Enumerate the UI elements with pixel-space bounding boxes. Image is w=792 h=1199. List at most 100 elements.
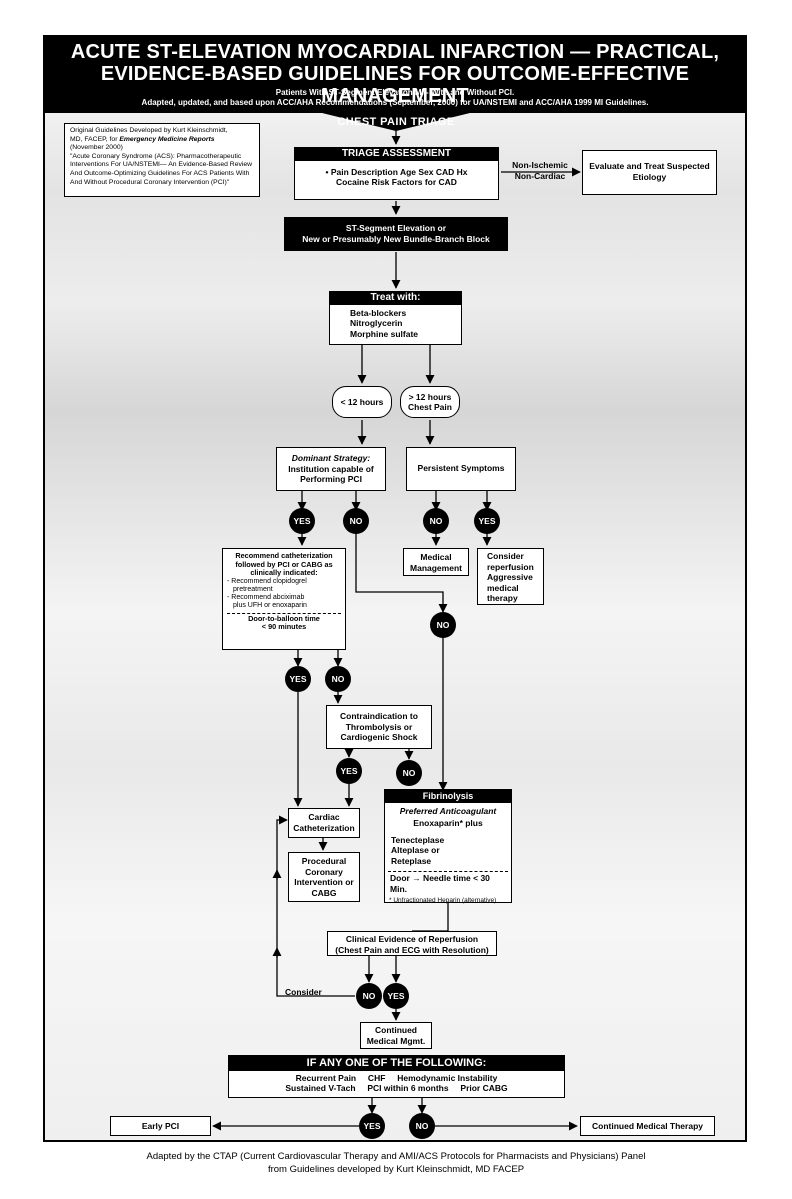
proc-line: Intervention or xyxy=(294,877,354,887)
dominant-italic: Dominant Strategy: xyxy=(291,453,371,463)
triage-banner xyxy=(43,108,747,131)
over-12-line2: Chest Pain xyxy=(408,402,452,412)
any-one-line1: Recurrent Pain CHF Hemodynamic Instabili… xyxy=(295,1072,498,1083)
drug-list: Tenecteplase Alteplase or Reteplase xyxy=(385,835,511,867)
over-12-line1: > 12 hours xyxy=(408,392,452,402)
page-subtitle-2: Adapted, updated, and based upon ACC/AHA… xyxy=(141,98,649,107)
credit-line1: Adapted by the CTAP (Current Cardiovascu… xyxy=(146,1151,646,1162)
note-line-a: MD, FACEP, for xyxy=(70,135,120,143)
no-circle: NO xyxy=(325,666,351,692)
header-bar: ACUTE ST-ELEVATION MYOCARDIAL INFARCTION… xyxy=(43,35,747,109)
triage-assessment-header: TRIAGE ASSESSMENT xyxy=(295,148,498,161)
door-to-balloon: Door-to-balloon time < 90 minutes xyxy=(227,612,341,632)
yes-circle: YES xyxy=(474,508,500,534)
evaluate-line1: Evaluate and Treat Suspected xyxy=(589,161,710,171)
proc-line: Procedural xyxy=(301,856,347,866)
page-subtitle-1: Patients With ST-Segment Elevation MI - … xyxy=(275,88,515,97)
evaluate-box: Evaluate and Treat Suspected Etiology xyxy=(582,150,717,195)
recommend-line1: Recommend catheterization xyxy=(235,551,333,560)
no-circle: NO xyxy=(430,612,456,638)
st-line2: New or Presumably New Bundle-Branch Bloc… xyxy=(302,234,490,244)
page-title-line1: ACUTE ST-ELEVATION MYOCARDIAL INFARCTION… xyxy=(70,41,720,63)
note-line: MD, FACEP, for Emergency Medicine Report… xyxy=(70,136,254,145)
drug-item: Reteplase xyxy=(391,855,432,866)
bullet-line: - Recommend clopidogrel xyxy=(227,577,307,585)
early-pci-box: Early PCI xyxy=(110,1116,211,1136)
note-line: Original Guidelines Developed by Kurt Kl… xyxy=(70,127,228,134)
bullet-line: pretreatment xyxy=(233,585,273,593)
non-ischemic-line1: Non-Ischemic xyxy=(512,160,568,170)
persistent-symptoms-box: Persistent Symptoms xyxy=(406,447,516,491)
over-12-hours-pill: > 12 hours Chest Pain xyxy=(400,386,460,418)
contra-line2: Thrombolysis or xyxy=(345,721,413,732)
contra-line3: Cardiogenic Shock xyxy=(340,732,418,742)
st-line1: ST-Segment Elevation or xyxy=(345,223,447,233)
contraindication-box: Contraindication to Thrombolysis or Card… xyxy=(326,705,432,749)
note-line: "Acute Coronary Syndrome (ACS): Pharmaco… xyxy=(70,152,242,160)
non-ischemic-line2: Non-Cardiac xyxy=(514,171,566,181)
early-pci-label: Early PCI xyxy=(141,1121,180,1131)
fibrinolysis-header: Fibrinolysis xyxy=(385,790,511,803)
cath-line1: Cardiac xyxy=(308,812,340,822)
st-elevation-block: ST-Segment Elevation or New or Presumabl… xyxy=(284,217,508,251)
no-circle: NO xyxy=(356,983,382,1009)
door-line1: Door-to-balloon time xyxy=(248,613,320,623)
continued-medical-box: Continued Medical Mgmt. xyxy=(360,1022,432,1049)
cath-line2: Catheterization xyxy=(293,822,355,833)
credit-footer: Adapted by the CTAP (Current Cardiovascu… xyxy=(0,1150,792,1176)
non-ischemic-label: Non-Ischemic Non-Cardiac xyxy=(505,160,575,182)
reperfusion-line: therapy xyxy=(487,593,518,603)
any-one-box: IF ANY ONE OF THE FOLLOWING: Recurrent P… xyxy=(228,1055,565,1098)
cardiac-catheterization-box: Cardiac Catheterization xyxy=(288,808,360,838)
note-line: And Outcome-Optimizing Guidelines For AC… xyxy=(70,169,250,177)
fibrinolysis-box: Fibrinolysis Preferred Anticoagulant Eno… xyxy=(384,789,512,904)
yes-circle: YES xyxy=(359,1113,385,1139)
preferred-label: Preferred Anticoagulant xyxy=(399,805,497,816)
dominant-line1: Dominant Strategy: xyxy=(277,453,385,464)
clinical-line2: (Chest Pain and ECG with Resolution) xyxy=(335,944,489,955)
medical-management-box: Medical Management xyxy=(403,548,469,576)
enoxaparin-line: Enoxaparin* plus xyxy=(413,818,483,828)
treat-with-header: Treat with: xyxy=(330,292,461,305)
yes-circle: YES xyxy=(336,758,362,784)
treat-list: Beta-blockers Nitroglycerin Morphine sul… xyxy=(330,305,461,340)
dominant-line2: Institution capable of xyxy=(288,463,374,474)
triage-assessment-box: TRIAGE ASSESSMENT • Pain Description Age… xyxy=(294,147,499,200)
under-12-label: < 12 hours xyxy=(340,397,384,407)
note-line: Interventions For UA/NSTEMI— An Evidence… xyxy=(70,161,253,169)
heparin-footnote: * Unfractionated Heparin (alternative) xyxy=(389,897,497,904)
section-title: CHEST PAIN TRIAGE xyxy=(337,116,455,128)
bullet-line: plus UFH or enoxaparin xyxy=(233,602,307,610)
yes-circle: YES xyxy=(289,508,315,534)
reperfusion-line: Aggressive xyxy=(487,572,533,582)
reperfusion-line: medical xyxy=(487,582,519,593)
any-one-header: IF ANY ONE OF THE FOLLOWING: xyxy=(229,1056,564,1071)
recommend-bullets: - Recommend clopidogrel pretreatment - R… xyxy=(223,578,345,611)
medmgmt-line2: Management xyxy=(410,562,462,573)
consider-label: Consider xyxy=(285,987,322,997)
continued-line2: Medical Mgmt. xyxy=(366,1035,426,1046)
contra-line1: Contraindication to xyxy=(340,711,418,721)
under-12-hours-pill: < 12 hours xyxy=(332,386,392,418)
preferred-anticoagulant: Preferred Anticoagulant xyxy=(385,806,511,817)
treat-item: Morphine sulfate xyxy=(350,328,419,339)
drug-item: Tenecteplase xyxy=(391,834,445,845)
door-to-needle: Door → Needle time < 30 Min. xyxy=(388,871,508,894)
original-guidelines-note: Original Guidelines Developed by Kurt Kl… xyxy=(64,123,260,197)
credit-line2: from Guidelines developed by Kurt Kleins… xyxy=(267,1164,525,1175)
treat-item: Nitroglycerin xyxy=(350,318,403,328)
no-circle: NO xyxy=(423,508,449,534)
note-line: And Without Procedural Coronary Interven… xyxy=(70,178,230,186)
medmgmt-line1: Medical xyxy=(420,552,452,562)
evaluate-line2: Etiology xyxy=(632,171,667,182)
door-line2: < 90 minutes xyxy=(261,622,307,632)
recommend-line2: followed by PCI or CABG as xyxy=(235,559,333,569)
bullet-line: - Recommend abciximab xyxy=(227,594,305,602)
no-circle: NO xyxy=(396,760,422,786)
no-circle: NO xyxy=(343,508,369,534)
page-title-line2: EVIDENCE-BASED GUIDELINES FOR OUTCOME-EF… xyxy=(100,63,690,107)
recommend-catheterization-box: Recommend catheterization followed by PC… xyxy=(222,548,346,650)
note-line: (November 2000) xyxy=(70,144,123,152)
note-journal: Emergency Medicine Reports xyxy=(119,135,215,143)
